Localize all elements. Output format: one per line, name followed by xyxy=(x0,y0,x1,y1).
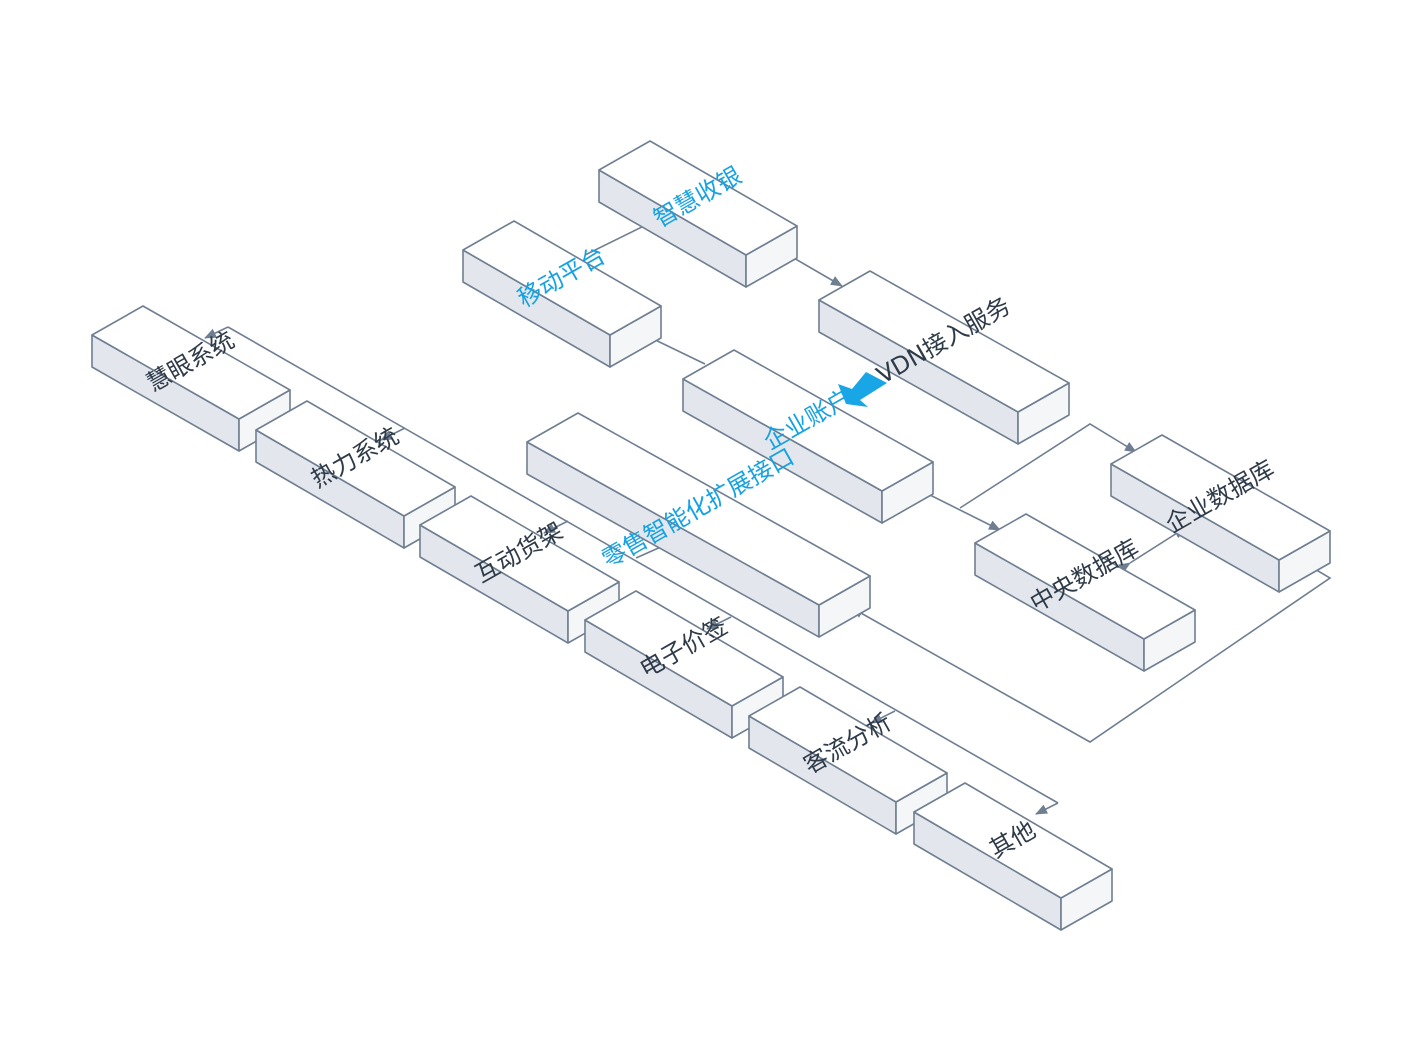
arrow-branch-to-enterprise-db xyxy=(959,423,1137,509)
box-interactive-shelf: 互动货架 xyxy=(419,495,620,644)
box-others-top-face xyxy=(913,782,1113,899)
box-vdn-access: VDN接入服务 xyxy=(818,270,1070,445)
line-main-bus xyxy=(227,326,1059,804)
arrow-bus-to-others xyxy=(1035,802,1059,815)
box-e-price-tag: 电子价签 xyxy=(584,590,784,739)
arrow-db-loop-to-retail-interface xyxy=(851,564,1332,743)
arrow-bus-to-traffic xyxy=(870,710,896,724)
arrow-bus-to-heat xyxy=(380,427,406,441)
box-enterprise-db-top-face xyxy=(1110,434,1331,561)
box-others: 其他 xyxy=(913,782,1113,931)
box-enterprise-account: 企业账户 xyxy=(682,349,934,524)
arrow-account-to-central-db xyxy=(919,489,1001,531)
box-central-db: 中央数据库 xyxy=(974,513,1196,672)
box-e-price-tag-top-face xyxy=(584,590,784,707)
box-retail-interface-top-face xyxy=(526,412,871,606)
box-enterprise-account-top-face xyxy=(682,349,934,492)
box-smart-checkout: 智慧收银 xyxy=(598,140,798,288)
box-mobile-platform: 移动平台 xyxy=(462,220,662,368)
arrow-bus-to-smart-eye xyxy=(204,326,229,339)
box-interactive-shelf-top-face xyxy=(419,495,620,612)
box-heat-system-top-face xyxy=(255,400,456,517)
arrow-bus-to-shelf xyxy=(543,520,569,534)
box-smart-checkout-top-face xyxy=(598,140,798,256)
accent-arrow-icon xyxy=(838,372,887,407)
box-mobile-platform-top-face xyxy=(462,220,662,336)
box-central-db-top-face xyxy=(974,513,1196,640)
box-heat-system: 热力系统 xyxy=(255,400,456,549)
arrow-bus-to-price-tag xyxy=(706,616,732,630)
connector-lines xyxy=(204,221,1332,815)
line-checkout-to-mobile xyxy=(584,221,653,256)
box-smart-eye: 慧眼系统 xyxy=(91,305,291,452)
box-enterprise-db: 企业数据库 xyxy=(1110,434,1331,593)
box-smart-eye-top-face xyxy=(91,305,291,420)
box-traffic-analysis-top-face xyxy=(748,686,948,803)
box-vdn-access-top-face xyxy=(818,270,1070,413)
box-traffic-analysis: 客流分析 xyxy=(748,686,948,835)
